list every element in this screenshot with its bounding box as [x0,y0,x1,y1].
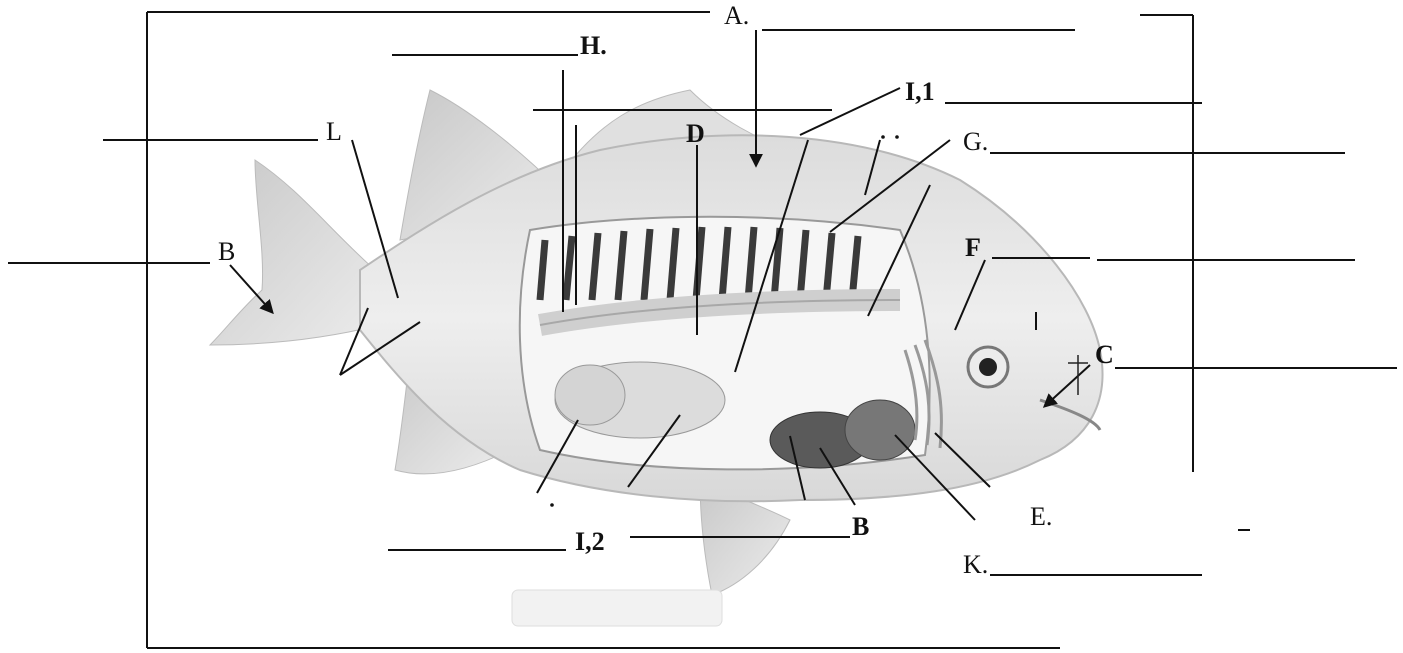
label-f: F [965,233,981,262]
swim-bladder [555,365,625,425]
liver [845,400,915,460]
label-k: K. [963,550,988,579]
tail-fin [210,160,380,345]
label-b-tail: B [218,237,235,266]
label-g: G. [963,127,988,156]
fish-figure [210,90,1103,626]
label-e: E. [1030,502,1052,531]
label-i2: I,2 [575,527,605,556]
label-i1: I,1 [905,77,935,106]
label-d: D [686,119,705,148]
pedestal-shadow [512,590,722,626]
label-l: L [326,117,342,146]
label-c: C [1095,340,1114,369]
label-b-bottom: B [852,512,869,541]
label-a: A. [724,1,749,30]
label-h: H. [580,31,607,60]
